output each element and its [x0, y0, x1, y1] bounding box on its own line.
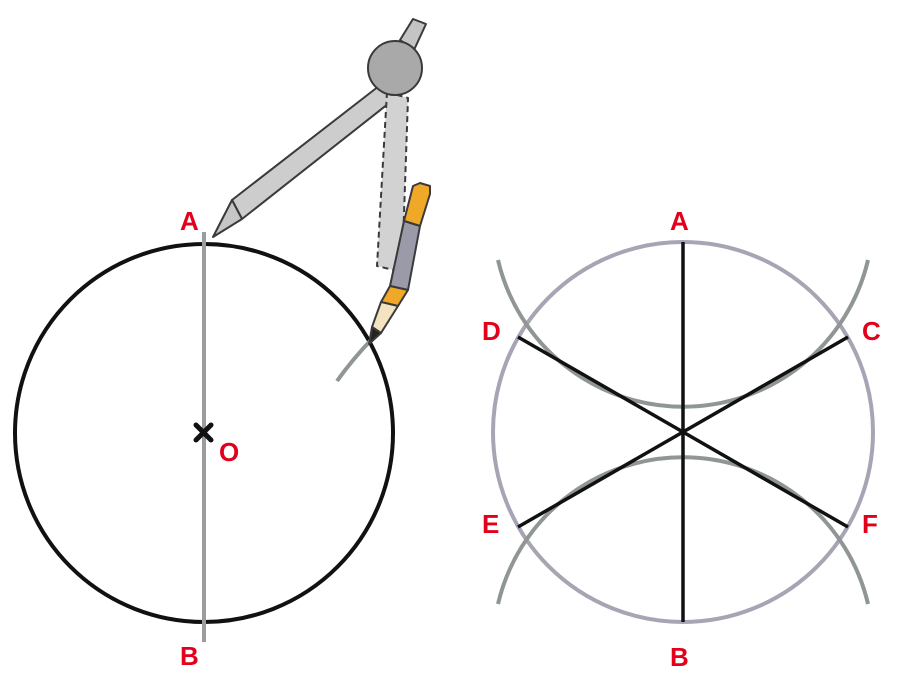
pencil-icon — [368, 182, 431, 345]
label-f: F — [862, 509, 878, 539]
spoke-d — [517, 335, 684, 434]
spoke-f — [682, 430, 849, 529]
left-figure: A O B — [13, 18, 431, 671]
compass-icon — [212, 18, 431, 345]
spoke-e — [517, 430, 684, 529]
label-b-left: B — [180, 641, 199, 671]
right-figure: A D C E F B — [482, 206, 881, 672]
label-b-right: B — [670, 642, 689, 672]
label-a-left: A — [180, 206, 199, 236]
label-e: E — [482, 509, 499, 539]
spoke-c — [682, 335, 849, 434]
pencil-arc — [335, 338, 373, 383]
label-o: O — [219, 437, 239, 467]
x-mark-icon — [193, 422, 214, 443]
hexagon-spokes — [517, 242, 849, 622]
label-d: D — [482, 316, 501, 346]
label-a-right: A — [670, 206, 689, 236]
label-c: C — [862, 316, 881, 346]
